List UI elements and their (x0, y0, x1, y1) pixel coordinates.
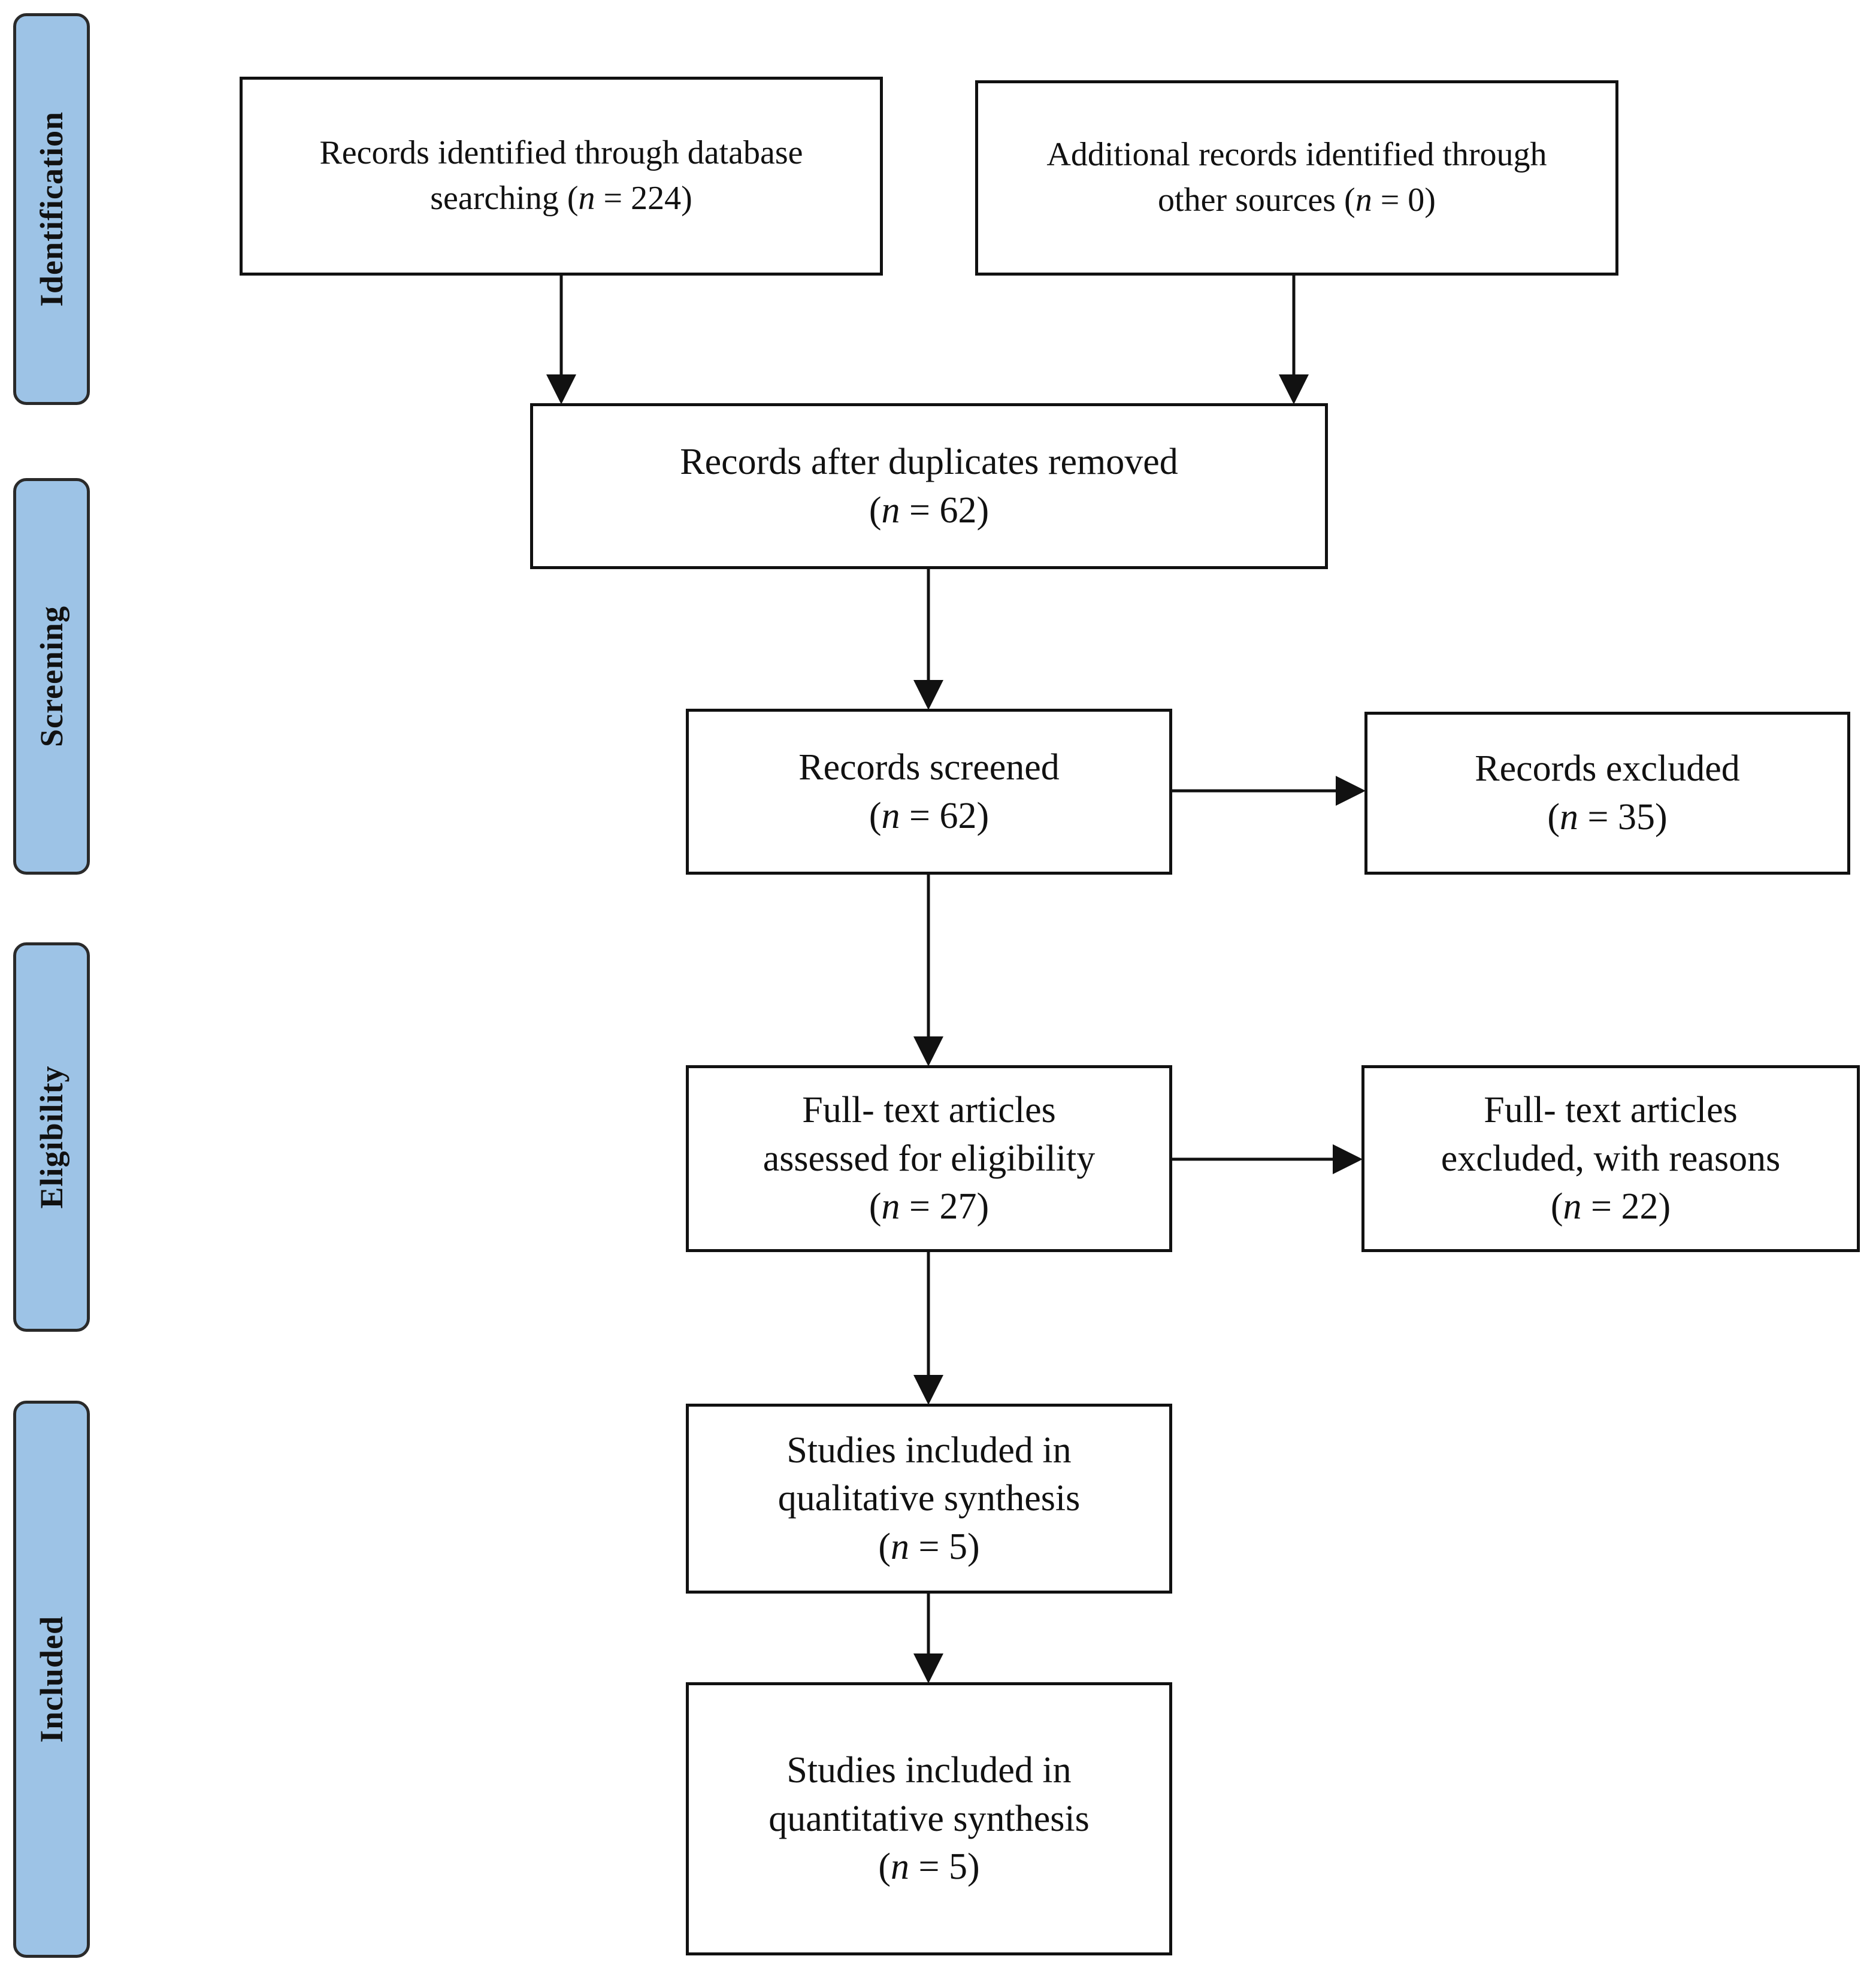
box-records-excluded: Records excluded (n = 35) (1364, 712, 1850, 875)
box-quantitative-synthesis-line-1: Studies included in (786, 1750, 1072, 1791)
phase-identification-label: Identification (34, 111, 69, 307)
box-records-excluded-count: (n = 35) (1547, 797, 1668, 838)
box-duplicates-removed: Records after duplicates removed (n = 62… (530, 403, 1328, 569)
box-fulltext-assessed-count: (n = 27) (869, 1186, 990, 1228)
box-quantitative-synthesis: Studies included in quantitative synthes… (686, 1682, 1172, 1955)
phase-eligibility: Eligibility (13, 942, 90, 1332)
box-duplicates-removed-line-1: Records after duplicates removed (680, 441, 1178, 482)
box-quantitative-synthesis-count: (n = 5) (878, 1846, 980, 1888)
box-qualitative-synthesis-line-1: Studies included in (786, 1429, 1072, 1471)
box-records-screened-line-1: Records screened (798, 746, 1060, 788)
box-qualitative-synthesis-line-2: qualitative synthesis (777, 1478, 1081, 1519)
box-qualitative-synthesis-count: (n = 5) (878, 1526, 980, 1567)
box-fulltext-assessed-line-2: assessed for eligibility (762, 1138, 1096, 1179)
box-database-search: Records identified through database sear… (240, 77, 883, 276)
box-database-search-line-1: Records identified through database (319, 134, 803, 172)
phase-eligibility-label: Eligibility (34, 1065, 69, 1209)
box-fulltext-excluded-count: (n = 22) (1550, 1186, 1671, 1228)
box-records-screened: Records screened (n = 62) (686, 709, 1172, 875)
phase-included-label: Included (34, 1615, 69, 1743)
phase-screening-label: Screening (34, 606, 69, 747)
box-duplicates-removed-count: (n = 62) (869, 489, 990, 531)
box-fulltext-excluded: Full- text articles excluded, with reaso… (1361, 1065, 1860, 1252)
phase-screening: Screening (13, 478, 90, 875)
box-fulltext-excluded-line-1: Full- text articles (1484, 1090, 1738, 1131)
box-quantitative-synthesis-line-2: quantitative synthesis (768, 1798, 1090, 1839)
box-fulltext-assessed: Full- text articles assessed for eligibi… (686, 1065, 1172, 1252)
box-records-screened-count: (n = 62) (869, 795, 990, 836)
phase-included: Included (13, 1401, 90, 1958)
box-fulltext-assessed-line-1: Full- text articles (802, 1090, 1056, 1131)
box-qualitative-synthesis: Studies included in qualitative synthesi… (686, 1404, 1172, 1594)
box-other-sources-line-2: other sources (n = 0) (1158, 182, 1436, 219)
box-database-search-line-2: searching (n = 224) (430, 180, 692, 217)
box-other-sources-line-1: Additional records identified through (1046, 136, 1547, 174)
phase-identification: Identification (13, 13, 90, 405)
box-fulltext-excluded-line-2: excluded, with reasons (1441, 1138, 1781, 1179)
box-records-excluded-line-1: Records excluded (1475, 748, 1740, 790)
box-other-sources: Additional records identified through ot… (975, 80, 1618, 276)
